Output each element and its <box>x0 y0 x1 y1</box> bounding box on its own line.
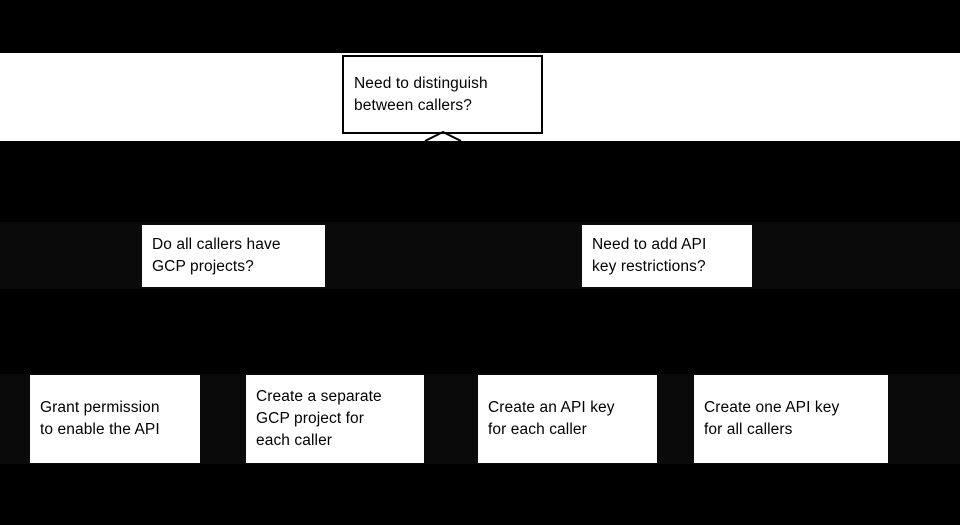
arrowhead-up-icon <box>424 131 462 142</box>
node-separate-project-outcome-label: Create a separate GCP project for each c… <box>256 388 382 449</box>
node-api-key-all-callers-outcome[interactable]: Create one API key for all callers <box>694 375 888 463</box>
node-api-key-each-caller-outcome[interactable]: Create an API key for each caller <box>478 375 657 463</box>
node-key-restrictions-question-label: Need to add API key restrictions? <box>592 236 707 275</box>
node-api-key-each-caller-outcome-label: Create an API key for each caller <box>488 399 615 438</box>
node-gcp-projects-question[interactable]: Do all callers have GCP projects? <box>142 225 325 287</box>
node-grant-permission-outcome-label: Grant permission to enable the API <box>40 399 160 438</box>
node-root-question-label: Need to distinguish between callers? <box>354 74 488 114</box>
node-api-key-all-callers-outcome-label: Create one API key for all callers <box>704 399 840 438</box>
node-grant-permission-outcome[interactable]: Grant permission to enable the API <box>30 375 200 463</box>
node-root-question[interactable]: Need to distinguish between callers? <box>342 55 543 134</box>
node-gcp-projects-question-label: Do all callers have GCP projects? <box>152 236 281 275</box>
node-key-restrictions-question[interactable]: Need to add API key restrictions? <box>582 225 752 287</box>
node-separate-project-outcome[interactable]: Create a separate GCP project for each c… <box>246 375 424 463</box>
